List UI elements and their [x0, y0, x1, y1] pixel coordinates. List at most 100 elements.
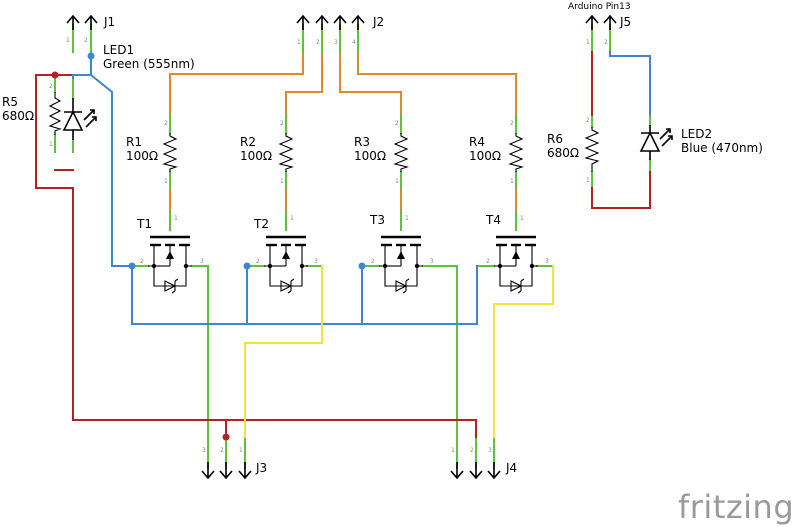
wire-j5-led2: [609, 51, 651, 116]
connector-j5-caption: Arduino Pin13: [568, 2, 631, 12]
pin-number: 2: [280, 120, 284, 127]
pin-number: 2: [510, 120, 514, 127]
pin-number: 2: [586, 117, 590, 124]
wire-led1-source-bus: [90, 56, 133, 267]
r2-ref-label: R2: [240, 135, 256, 149]
diode-loop: [384, 266, 418, 287]
pin-number: 2: [395, 120, 399, 127]
r5-ref-label: R5: [2, 95, 18, 109]
junction-dot: [51, 71, 59, 79]
r6-ref-label: R6: [547, 132, 563, 146]
pin-number: 2: [316, 39, 320, 46]
junction-dot: [243, 262, 251, 270]
junctions: [51, 52, 366, 441]
resistor-r6-icon: [584, 127, 600, 172]
arrow-down-icon: [201, 462, 215, 480]
diode-loop: [269, 266, 303, 287]
mosfet-t1-icon: [148, 235, 192, 294]
body-arrow-icon: [166, 251, 174, 259]
drain-leg: [185, 245, 192, 267]
connector-j1-label: J1: [103, 15, 115, 29]
drain-leg: [301, 245, 308, 267]
led2-desc-label: Blue (470nm): [681, 141, 763, 155]
wire-t2-drain-j3: [244, 265, 323, 438]
wire-t4-drain-j4: [493, 265, 554, 438]
arrow-down-icon: [469, 462, 483, 480]
r6-value-label: 680Ω: [547, 146, 579, 160]
wire-led1-k: [72, 74, 92, 79]
mosfets: [148, 235, 538, 294]
pin-number: 1: [510, 178, 514, 185]
body-diode-icon: [280, 278, 295, 294]
wire-j2-r2: [285, 51, 323, 116]
pin-number: 2: [84, 37, 88, 44]
mosfet-t4-icon: [494, 235, 538, 294]
pin-number: 3: [202, 447, 206, 454]
pin-number: 2: [371, 258, 375, 265]
pin-number: 3: [200, 258, 204, 265]
pin-number: 1: [164, 178, 168, 185]
t2-ref-label: T2: [253, 217, 269, 231]
pin-number: 1: [49, 141, 53, 148]
pin-number: 2: [604, 39, 608, 46]
arrow-up-icon: [66, 14, 80, 30]
r1-ref-label: R1: [126, 135, 142, 149]
emission-arrow-icon: [85, 116, 97, 128]
node-dot: [497, 263, 503, 269]
r4-value-label: 100Ω: [469, 149, 501, 163]
emission-arrow-icon: [83, 109, 95, 121]
body-arrow-icon: [282, 251, 290, 259]
node-dot: [529, 263, 535, 269]
t1-ref-label: T1: [136, 217, 152, 231]
pin-number: 1: [405, 215, 409, 222]
pin-number: 3: [314, 258, 318, 265]
source-leg: [379, 245, 386, 267]
arrow-up-icon: [84, 14, 98, 30]
resistor-r5-icon: [48, 92, 62, 135]
mosfet-t2-icon: [264, 235, 308, 294]
junction-dot: [128, 262, 136, 270]
pin-number: 1: [280, 178, 284, 185]
pin-number: 2: [49, 83, 53, 90]
source-leg: [264, 245, 271, 267]
t3-ref-label: T3: [369, 213, 385, 227]
led1-desc-label: Green (555nm): [103, 57, 195, 71]
wire-source-bus: [131, 265, 478, 325]
pin-number: 1: [586, 39, 590, 46]
r3-value-label: 100Ω: [354, 149, 386, 163]
arrow-up-icon: [585, 14, 599, 30]
resistor-r1-icon: [162, 133, 178, 172]
pin-number: 1: [174, 215, 178, 222]
pin-number: 1: [290, 215, 294, 222]
pin-number: 3: [430, 258, 434, 265]
wire-blue: [72, 51, 651, 325]
resistor-r3-icon: [393, 133, 409, 172]
wire-t1-drain-j3: [191, 265, 209, 469]
r1-value-label: 100Ω: [126, 149, 158, 163]
emission-arrow-icon: [661, 135, 673, 147]
pin-number: 2: [256, 258, 260, 265]
diode-loop: [499, 266, 533, 287]
drain-leg: [416, 245, 423, 267]
node-dot: [414, 263, 420, 269]
arrow-down-icon: [450, 462, 464, 480]
pin-number: 3: [488, 447, 492, 454]
pin-number: 3: [334, 39, 338, 46]
connector-j2-label: J2: [372, 15, 384, 29]
drain-leg: [531, 245, 538, 267]
connector-arrows: [66, 14, 617, 480]
pin-number: 1: [239, 447, 243, 454]
wire-orange: [169, 51, 517, 213]
wire-r5-j3-j4: [35, 74, 477, 438]
arrow-up-icon: [603, 14, 617, 30]
arrow-down-icon: [487, 462, 501, 480]
pin-number: 1: [520, 215, 524, 222]
pin-numbers: 1 2 1 2 3 4 1 2 2 1 2 1 2 1 2 1 2 1 2 1 …: [49, 37, 608, 454]
pin-number: 3: [545, 258, 549, 265]
wire-yellow: [244, 265, 554, 438]
pin-number: 2: [470, 447, 474, 454]
diode-loop: [153, 266, 187, 287]
fritzing-logo: fritzing: [678, 488, 794, 526]
